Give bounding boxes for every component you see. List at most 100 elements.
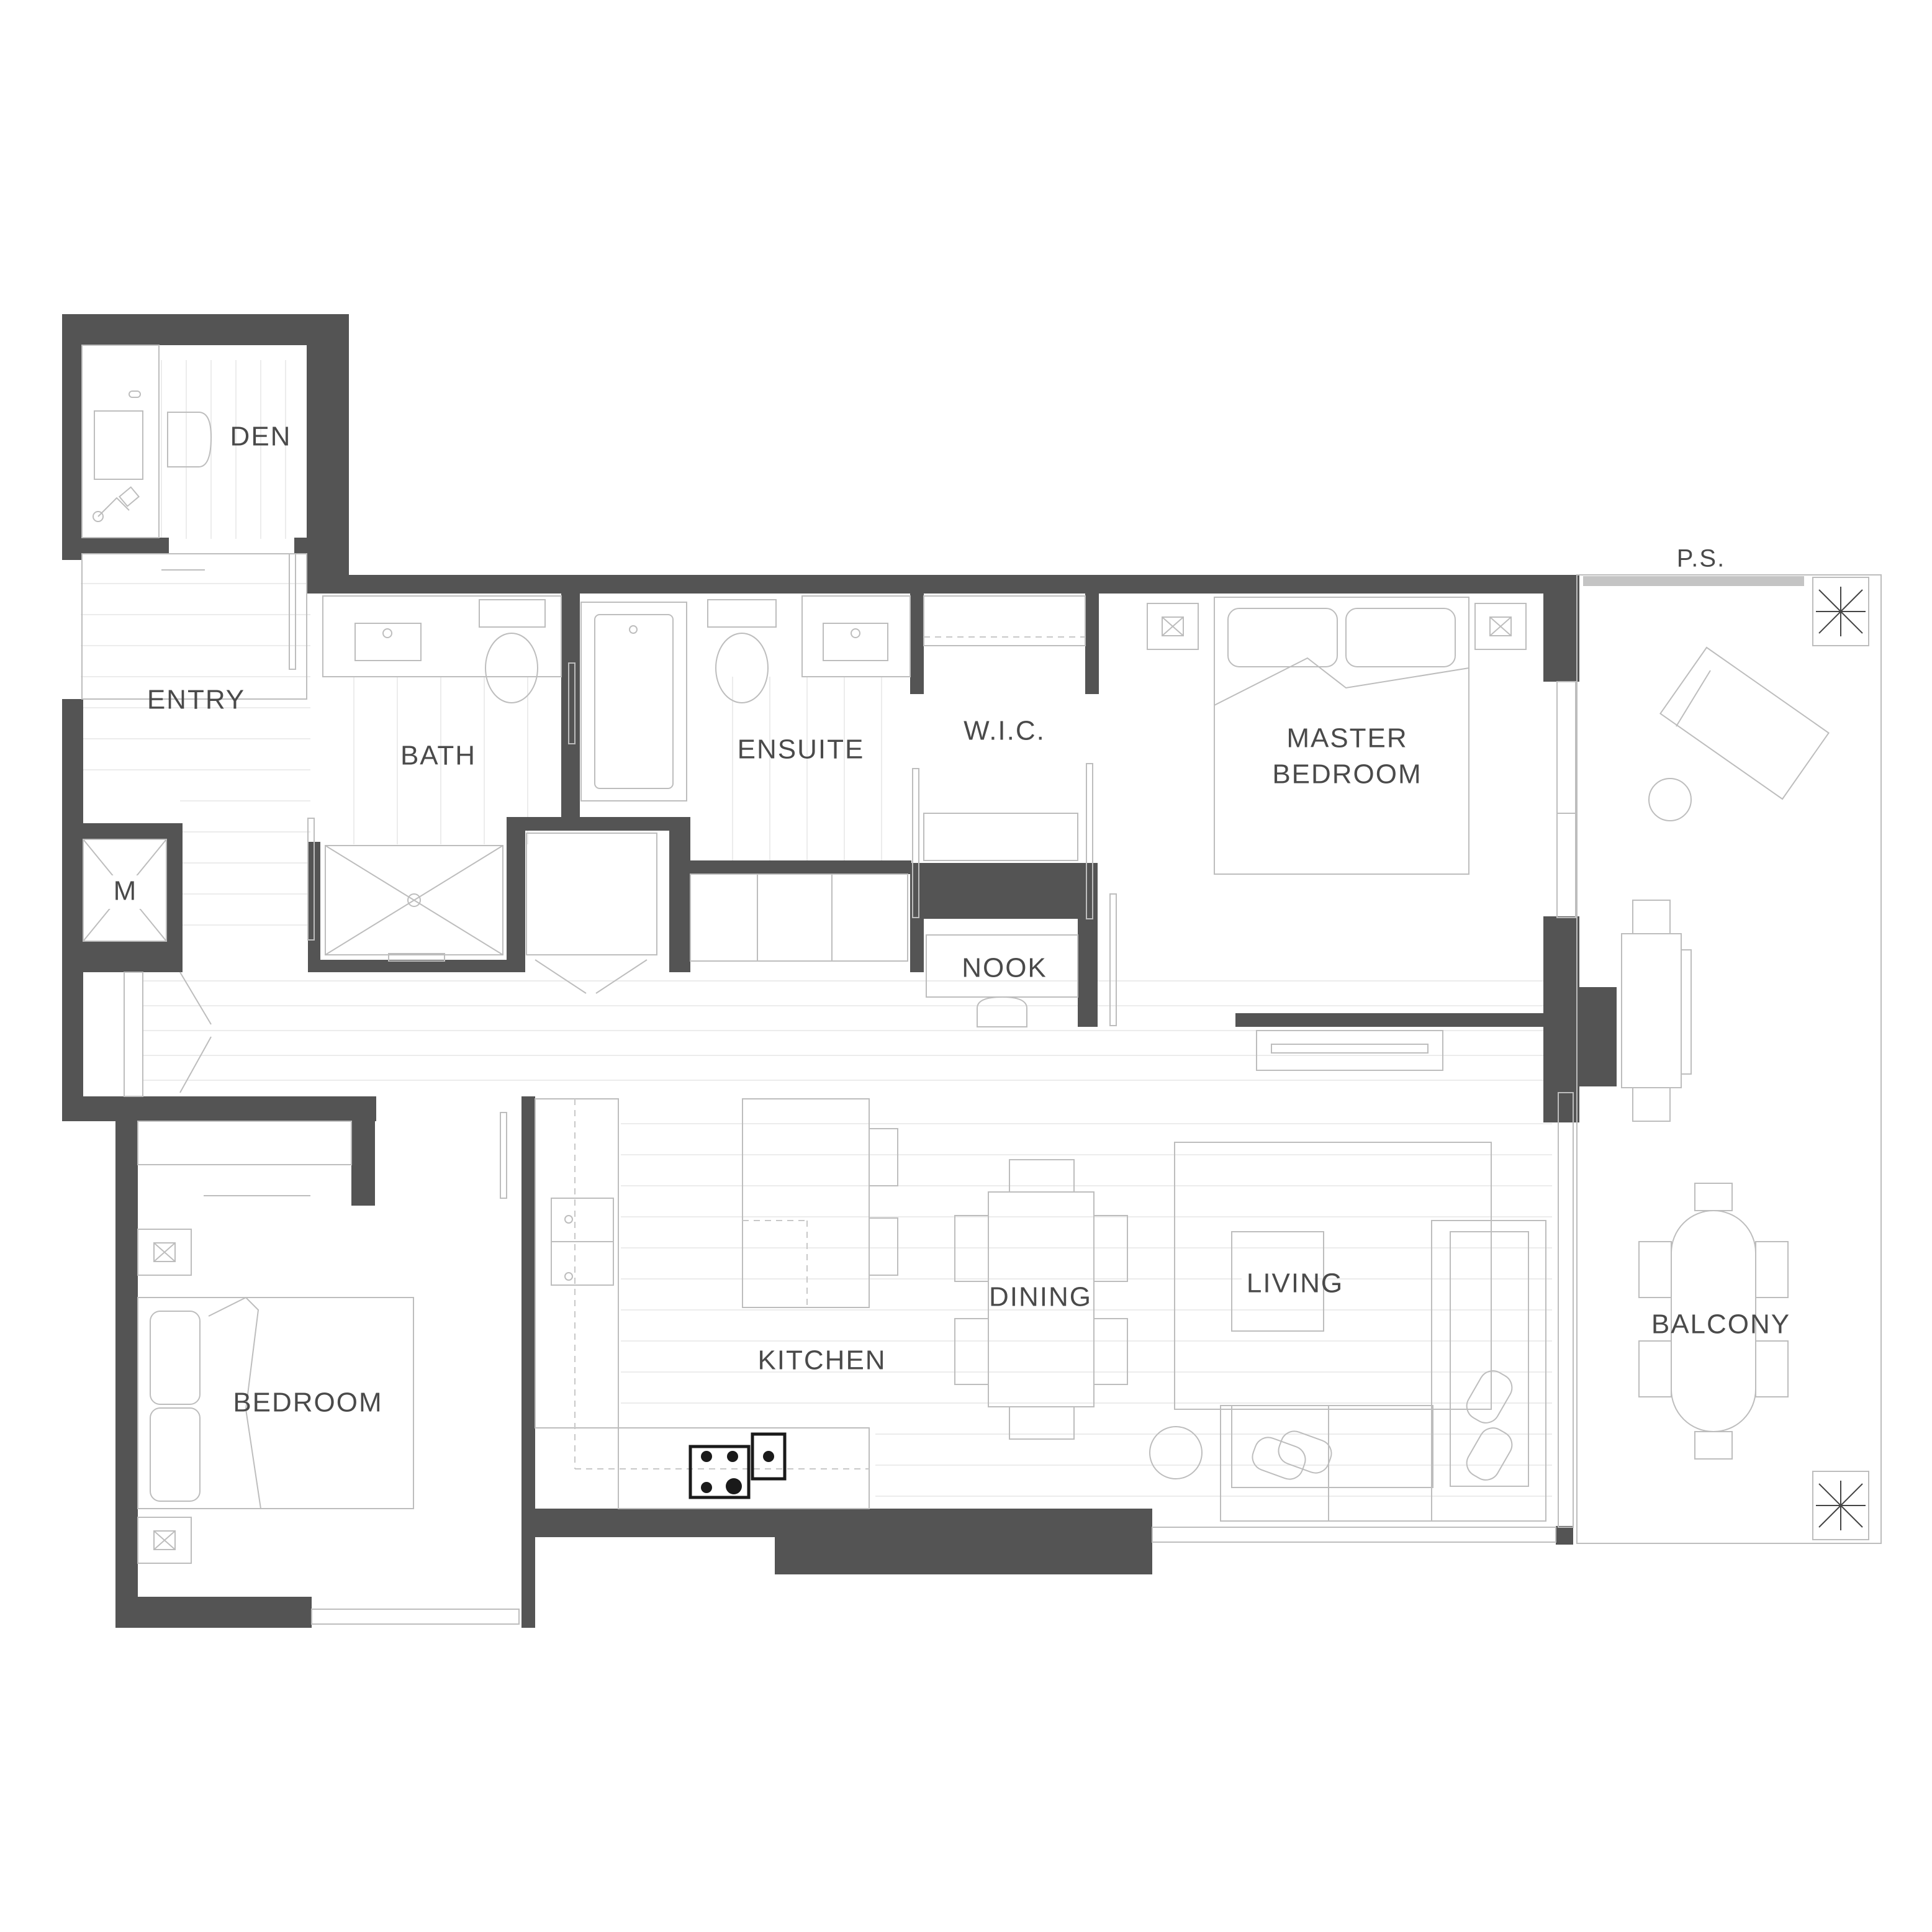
den-chair: [167, 412, 212, 467]
balcony-chair-r1: [1755, 1241, 1789, 1298]
cushion-2: [1466, 1427, 1513, 1481]
bath-toilet-tank: [479, 599, 546, 628]
label-kitchen: KITCHEN: [757, 1345, 886, 1376]
bedroom-duvet-fold: [208, 1296, 261, 1509]
ensuite-toilet-tank: [707, 599, 777, 628]
hall-floor: [143, 980, 1546, 1081]
kitchen-counter-west: [535, 1098, 619, 1429]
corner-fill: [62, 1096, 74, 1103]
bedroom-kitchen-wall: [521, 1096, 535, 1628]
bedroom-left-wall: [115, 1096, 138, 1628]
cooktop: [688, 1445, 751, 1499]
kitchen-island: [742, 1098, 870, 1308]
bath-toilet: [485, 633, 538, 703]
den-lamp: [97, 497, 130, 517]
wic-door-right: [1086, 763, 1093, 919]
island-stool-1: [869, 1128, 898, 1186]
sw-stub: [1556, 1526, 1573, 1545]
wic-master-wall: [1085, 594, 1099, 694]
living-rug: [1174, 1142, 1492, 1410]
meter-enclosure: [83, 839, 167, 942]
bedroom-closet: [137, 1121, 352, 1165]
bath-sink: [354, 623, 422, 661]
island-stool-2: [869, 1217, 898, 1276]
label-meter-overlay: M: [114, 876, 138, 906]
bath-counter: [322, 595, 562, 677]
cushion-4: [1278, 1430, 1332, 1474]
walls: [62, 314, 1617, 1628]
balcony-chair-top: [1694, 1183, 1733, 1211]
master-pillow-right: [1345, 608, 1456, 667]
master-nightstand-right: [1474, 603, 1527, 650]
ensuite-tub: [580, 602, 687, 801]
cushion-1: [1466, 1370, 1513, 1424]
label-wic: W.I.C.: [964, 716, 1045, 746]
windows: [81, 553, 1576, 1625]
sectional-long: [1431, 1220, 1546, 1522]
bedroom-door: [500, 1112, 507, 1199]
bedroom-pillow-1: [150, 1311, 201, 1405]
label-balcony: BALCONY: [1651, 1309, 1790, 1340]
doors: [124, 553, 1117, 1199]
hall-cabinets: [690, 873, 908, 962]
bedroom-pillow-2: [150, 1407, 201, 1502]
wall-oven: [751, 1432, 787, 1481]
lounge-chair: [1659, 646, 1830, 800]
label-entry: ENTRY: [147, 685, 245, 715]
linen-shelves: [526, 833, 657, 955]
nook-left-wall: [910, 919, 924, 972]
den-desk: [81, 345, 160, 538]
dining-chair-l2: [954, 1318, 989, 1385]
bedroom-bed: [137, 1297, 414, 1509]
master-bed: [1214, 597, 1469, 875]
wic-shelf-top: [923, 595, 1086, 646]
bath-floor: [353, 677, 528, 844]
bath-door: [307, 818, 315, 941]
ensuite-door: [568, 662, 576, 744]
wic-shelving: [923, 595, 1086, 861]
sectional-short: [1220, 1405, 1432, 1522]
master-door: [1109, 893, 1117, 1026]
den-right-wall: [307, 314, 349, 587]
entry-opening: [81, 553, 307, 700]
entry-closet-door: [124, 972, 143, 1097]
balcony: [1576, 574, 1882, 1544]
planter-bottom: [1812, 1471, 1869, 1540]
master-furniture: [1147, 597, 1527, 1071]
planter-top: [1812, 577, 1869, 646]
bath-closet-top: [507, 817, 690, 831]
dining-chair-r1: [1093, 1215, 1128, 1282]
dining-furniture: [954, 1159, 1128, 1440]
coffee-table: [1231, 1231, 1324, 1332]
meter-top: [83, 823, 183, 839]
wic-shelf-bottom: [923, 813, 1078, 861]
kitchen-fixtures: [535, 1098, 898, 1509]
south-window: [1152, 1527, 1556, 1543]
bedroom-nightstand-top: [137, 1229, 192, 1276]
living-column: [1579, 987, 1617, 1086]
balcony-chair-r2: [1755, 1340, 1789, 1397]
balcony-bench: [1621, 933, 1682, 1088]
label-dining: DINING: [989, 1282, 1092, 1312]
cushion-3: [1252, 1437, 1306, 1480]
den-left-wall: [62, 314, 82, 560]
den-floor: [161, 360, 286, 539]
den-top-wall: [62, 314, 349, 345]
wic-bottom-block: [910, 863, 1078, 919]
bedroom-window: [311, 1609, 520, 1625]
ensuite-counter: [801, 595, 911, 677]
linen-top-wall: [669, 860, 911, 874]
ensuite-toilet: [715, 633, 769, 703]
dining-chair-l1: [954, 1215, 989, 1282]
balcony-chair-bottom: [1694, 1431, 1733, 1460]
bedroom-closet-right: [351, 1096, 375, 1206]
dining-chair-bottom: [1009, 1406, 1075, 1440]
linen-closet: [526, 833, 657, 955]
bedroom-bottom-wall: [115, 1597, 312, 1628]
balcony-side-table: [1648, 778, 1692, 821]
floor-texture: [81, 360, 1552, 1497]
privacy-screen: [1583, 576, 1804, 586]
living-window: [1558, 1092, 1574, 1528]
wic-door-left: [912, 768, 919, 918]
